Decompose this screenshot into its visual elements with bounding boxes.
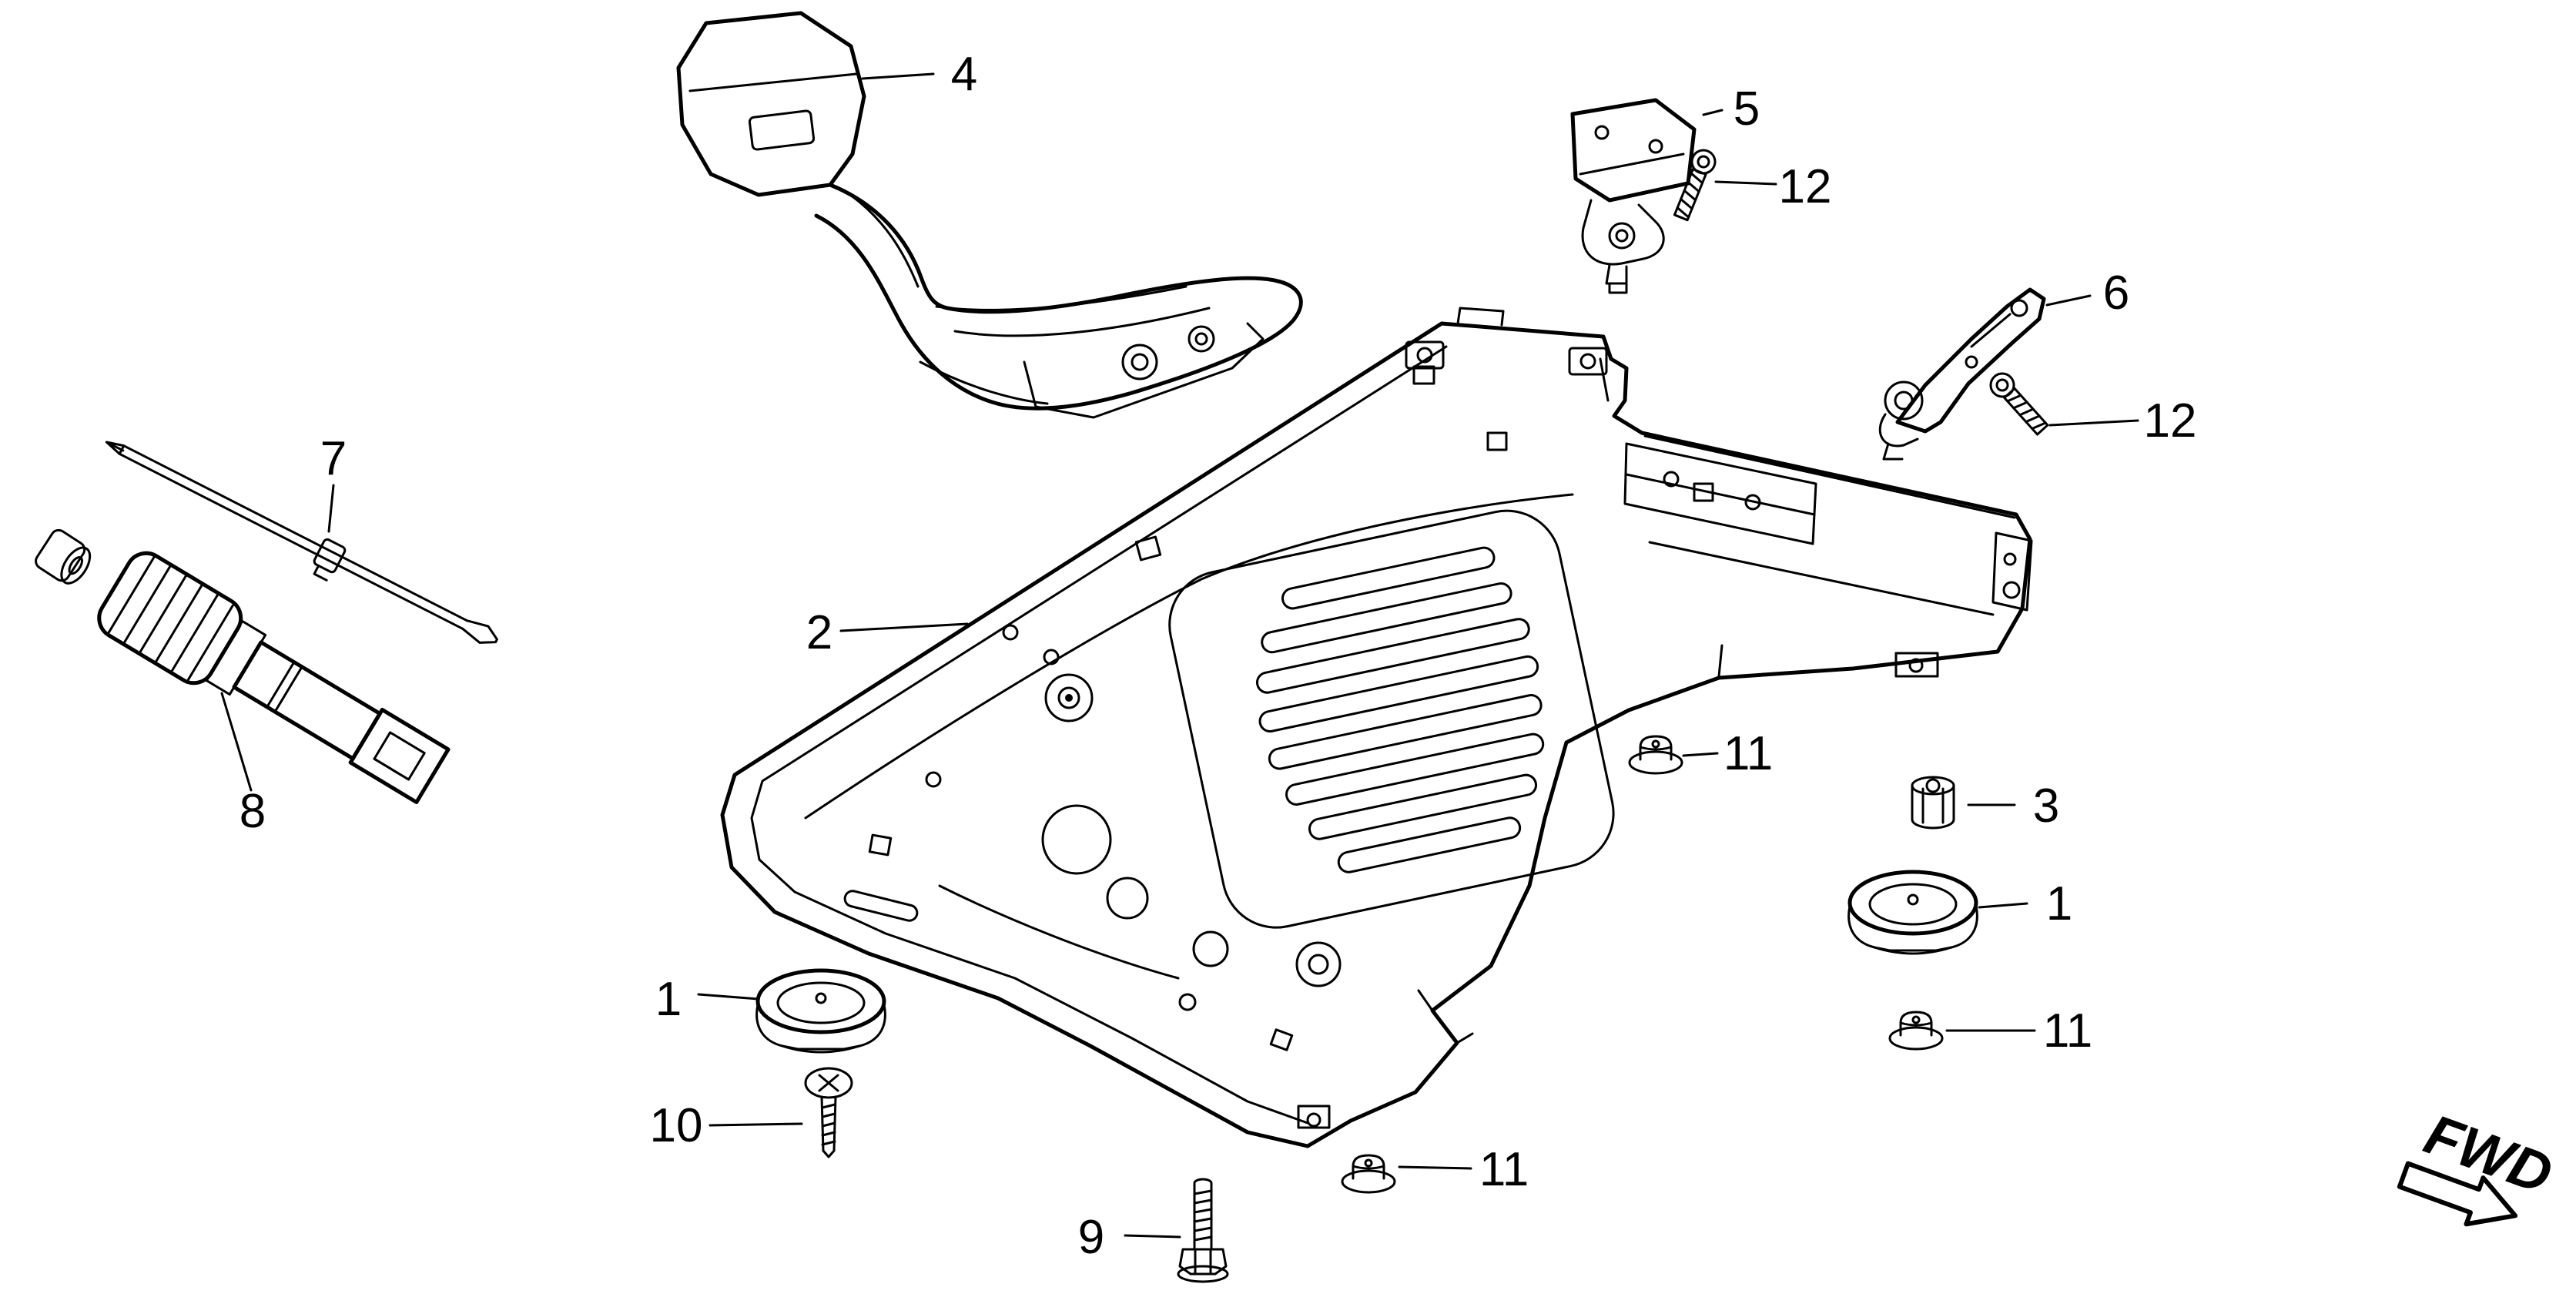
fwd-arrow-icon: [2397, 1161, 2518, 1227]
part-7-screwdriver: [105, 441, 498, 644]
callout-11a-leader: [1682, 752, 1719, 757]
callout-11c-label: 11: [1479, 1143, 1529, 1196]
bushing: [35, 528, 92, 585]
callout-1a-label: 1: [655, 973, 682, 1026]
callout-5-leader: [1702, 109, 1723, 116]
part-11-nut-a: [1628, 735, 1683, 775]
part-9-bolt: [1177, 1178, 1229, 1283]
part-5-bracket: [1570, 98, 1697, 294]
callout-8-label: 8: [240, 785, 266, 838]
part-8-tool-handle: [97, 551, 451, 805]
part-11-nut-b: [1888, 1011, 1944, 1051]
callout-11b-label: 11: [2043, 1004, 2092, 1058]
callout-5-label: 5: [1734, 82, 1760, 136]
callout-10-leader: [708, 1122, 803, 1127]
part-10-screw: [804, 1067, 853, 1158]
callout-6-label: 6: [2103, 267, 2129, 320]
callout-labels: 4 5 12 6 12 7 2 11 8 3 1 11 1 10 11 9: [240, 48, 2197, 1264]
callout-1a-leader: [697, 993, 760, 1001]
callout-12b-label: 12: [2144, 394, 2197, 448]
part-2-floor-panel: [720, 307, 2033, 1148]
callout-1b-leader: [1978, 902, 2028, 909]
callout-2-label: 2: [806, 606, 832, 659]
fwd-indicator: FWD: [2397, 1101, 2561, 1227]
callout-7-label: 7: [320, 432, 347, 485]
callout-2-leader: [839, 622, 969, 632]
callout-3-label: 3: [2033, 779, 2059, 833]
part-1-cap-right: [1849, 872, 1978, 954]
callout-11c-leader: [1398, 1165, 1472, 1170]
part-4-cover: [676, 11, 1303, 419]
callout-1b-label: 1: [2046, 877, 2072, 930]
callout-12a-label: 12: [1779, 160, 1832, 213]
callout-4-label: 4: [951, 48, 977, 101]
callout-10-label: 10: [650, 1099, 703, 1152]
callout-12a-leader: [1714, 180, 1777, 186]
part-12-bolt-lower: [1985, 367, 2052, 439]
callout-9-label: 9: [1078, 1211, 1104, 1264]
callout-7-leader: [327, 484, 335, 533]
part-11-nut-c: [1341, 1154, 1396, 1194]
callout-12b-leader: [2048, 419, 2139, 427]
callout-8-leader: [220, 692, 253, 792]
leader-lines: [220, 72, 2139, 1239]
callout-11a-label: 11: [1723, 727, 1773, 780]
callout-4-leader: [861, 72, 935, 80]
callout-6-leader: [2045, 294, 2092, 307]
part-3-nut: [1911, 776, 1955, 830]
part-6-bracket: [1878, 287, 2046, 461]
callout-9-leader: [1124, 1234, 1181, 1239]
part-1-cap-left: [757, 970, 886, 1052]
